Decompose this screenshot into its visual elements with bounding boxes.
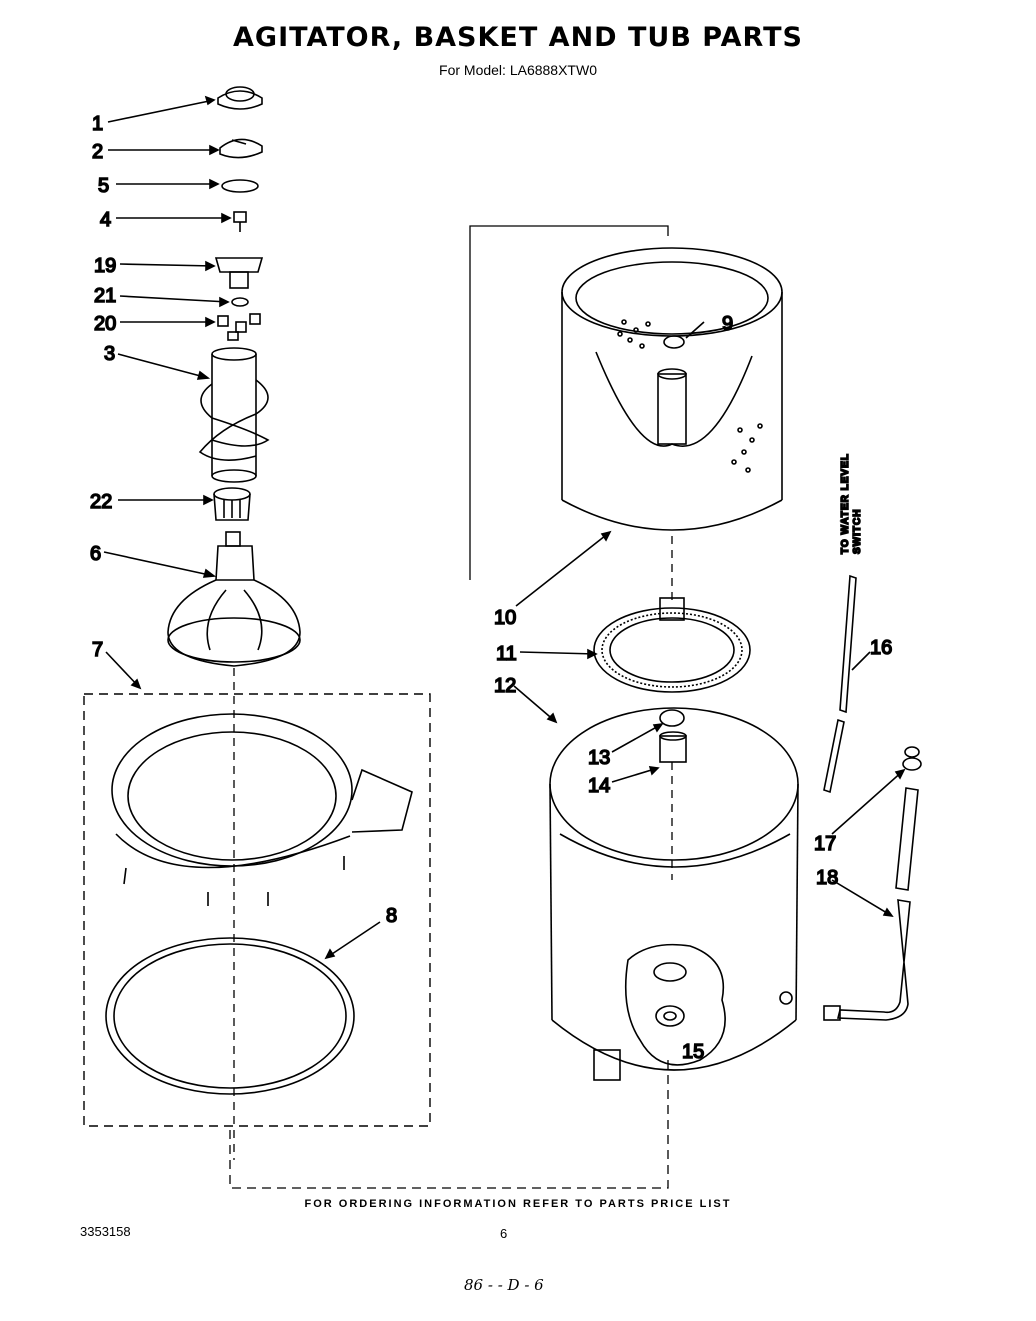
model-subtitle: For Model: LA6888XTW0 [439, 62, 597, 78]
callout-1: 1 [92, 113, 103, 135]
callout-2: 2 [92, 141, 103, 163]
part-7-cover-group [83, 693, 431, 1127]
part-16-pressure-hose [823, 574, 857, 794]
part-5-seal-ring [221, 179, 259, 193]
callout-3: 3 [104, 343, 115, 365]
part-1-cap [217, 86, 263, 110]
part-22-bearing [213, 487, 251, 521]
water-level-note-line1: TO WATER LEVEL [840, 453, 851, 554]
page-number: 6 [500, 1226, 508, 1241]
part-18-drain-hose [823, 787, 919, 1021]
callout-22: 22 [90, 491, 112, 513]
callout-17: 17 [814, 833, 836, 855]
callout-11: 11 [496, 643, 517, 665]
part-2-cover [219, 138, 263, 159]
callout-18: 18 [816, 867, 838, 889]
callout-19: 19 [94, 255, 116, 277]
callout-13: 13 [588, 747, 610, 769]
callout-10: 10 [494, 607, 516, 629]
document-number: 3353158 [80, 1224, 131, 1239]
part-15-pump-fitting [655, 1005, 685, 1027]
part-11-drive-ring [593, 597, 751, 693]
part-3-auger [198, 347, 270, 483]
part-19-cam [214, 257, 264, 289]
part-9-nut [663, 335, 685, 349]
part-4-bolt [233, 211, 247, 232]
part-6-agitator-base [167, 531, 301, 667]
water-level-note-line2: SWITCH [852, 509, 863, 554]
callout-7: 7 [92, 639, 103, 661]
part-14-hub-nut [659, 731, 687, 763]
handwritten-note: 86 - - D - 6 [464, 1276, 544, 1294]
part-8-gasket [105, 937, 355, 1095]
callout-20: 20 [94, 313, 116, 335]
callout-15: 15 [682, 1041, 704, 1063]
part-10-basket [561, 247, 783, 531]
callout-9: 9 [722, 313, 733, 335]
ordering-footer: FOR ORDERING INFORMATION REFER TO PARTS … [304, 1198, 732, 1210]
part-17-clamp [902, 746, 922, 771]
part-20-dogs [217, 313, 261, 341]
callout-5: 5 [98, 175, 109, 197]
part-12-outer-tub [549, 707, 799, 1081]
callout-4: 4 [100, 209, 111, 231]
part-21-washer [231, 297, 249, 307]
callout-8: 8 [386, 905, 397, 927]
callout-12: 12 [494, 675, 516, 697]
page-title: AGITATOR, BASKET AND TUB PARTS [233, 22, 803, 53]
callout-21: 21 [94, 285, 116, 307]
callout-16: 16 [870, 637, 892, 659]
callout-14: 14 [588, 775, 610, 797]
callout-6: 6 [90, 543, 101, 565]
part-13-clip [659, 709, 685, 727]
part-7-tub-ring [111, 713, 413, 906]
